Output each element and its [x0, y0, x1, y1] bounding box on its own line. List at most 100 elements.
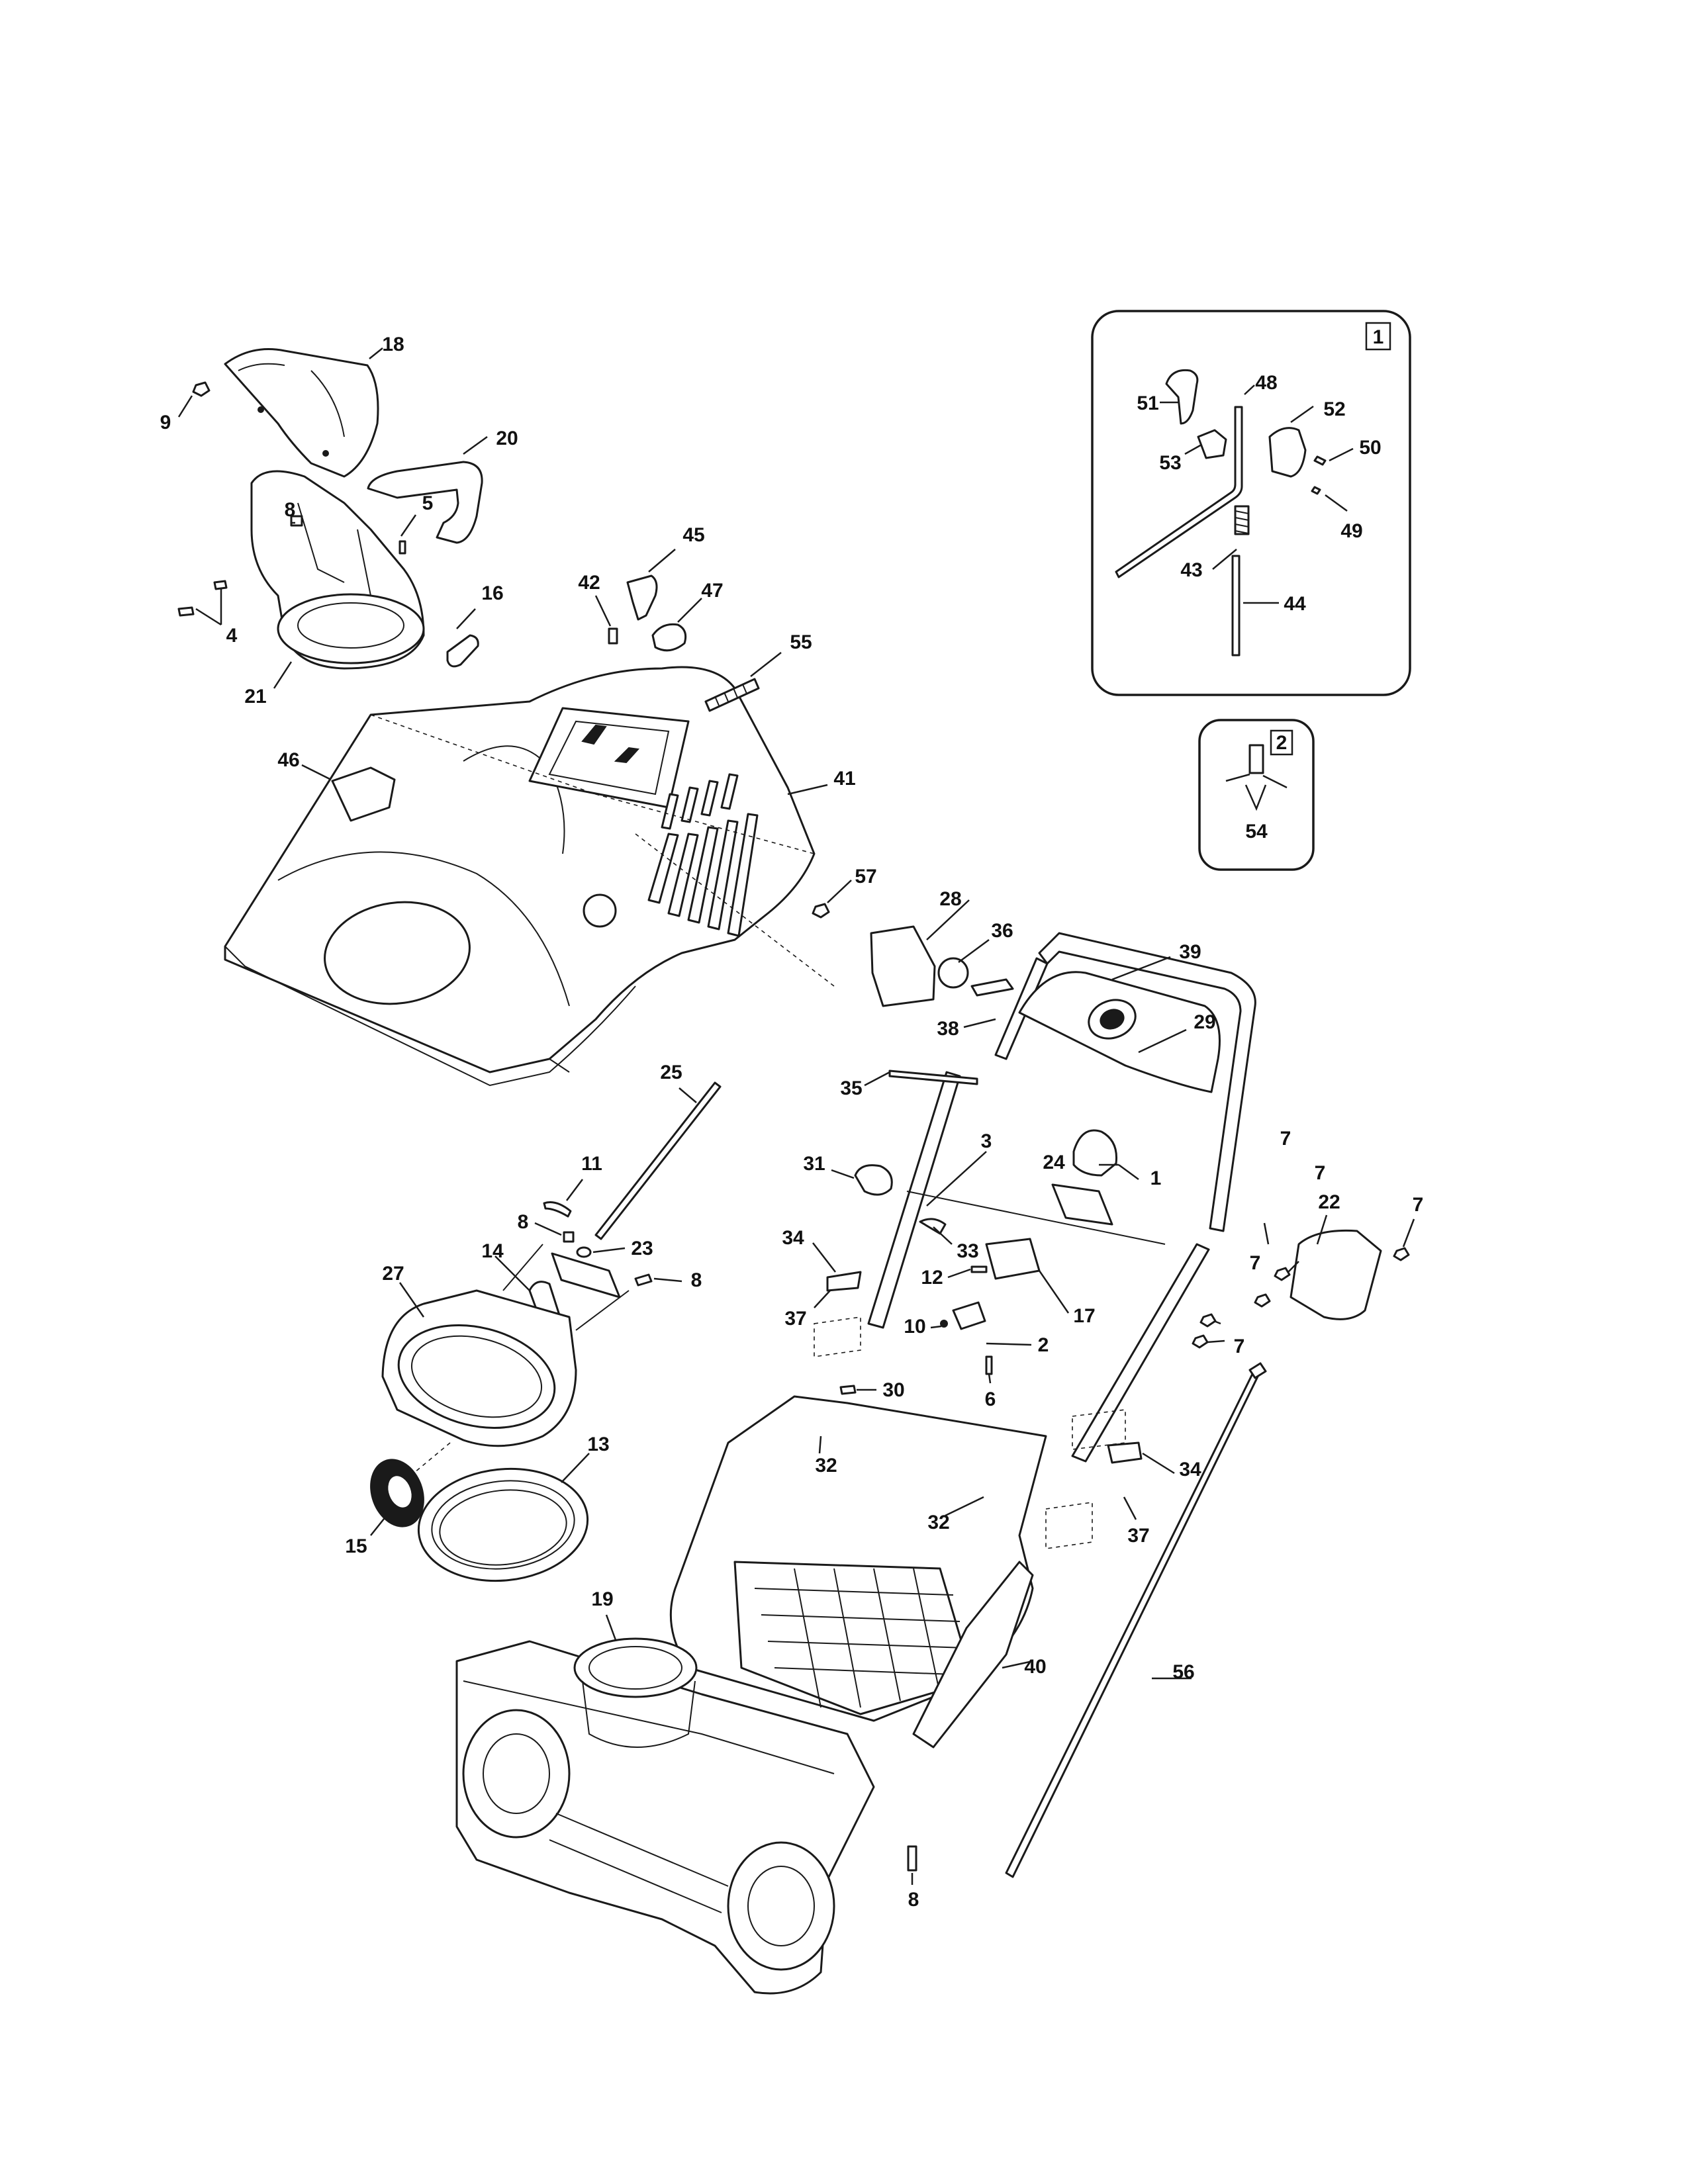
rod-25-part — [594, 1081, 722, 1240]
callout-29: 29 — [1194, 1011, 1215, 1033]
cover-bracket-part — [331, 766, 396, 822]
callout-34-right: 34 — [1179, 1459, 1201, 1480]
callout-53: 53 — [1159, 452, 1181, 474]
auger-housing-assembly: 19 40 56 8 32 32 — [455, 1362, 1267, 1995]
callout-16: 16 — [481, 582, 503, 604]
chute-assembly: 18 9 8 20 5 4 16 21 — [160, 334, 518, 707]
callout-49: 49 — [1340, 520, 1362, 542]
callout-23: 23 — [631, 1238, 653, 1259]
callout-8-bolt: 8 — [691, 1269, 702, 1291]
callout-44: 44 — [1284, 593, 1306, 615]
callout-57: 57 — [855, 866, 876, 887]
knob-47-part — [651, 623, 687, 652]
callout-8-chute: 8 — [285, 499, 296, 521]
chute-base-ring — [277, 593, 425, 664]
callout-25: 25 — [660, 1062, 682, 1083]
cover-22-part — [1289, 1229, 1382, 1320]
clip-kit-part — [1248, 744, 1264, 774]
callout-5: 5 — [422, 492, 434, 514]
callout-37-right: 37 — [1127, 1525, 1149, 1547]
lower-handle-right — [1071, 1243, 1210, 1463]
callout-51: 51 — [1137, 392, 1158, 414]
bracket-17-part — [985, 1238, 1041, 1280]
pin-50-part — [1313, 455, 1327, 466]
knob-1-part — [1072, 1129, 1118, 1177]
callout-34-left: 34 — [782, 1227, 804, 1249]
callout-24: 24 — [1043, 1152, 1065, 1173]
lower-handle-left — [867, 1071, 961, 1329]
callout-40: 40 — [1024, 1656, 1046, 1678]
callout-4: 4 — [226, 625, 238, 647]
callout-43: 43 — [1180, 559, 1202, 581]
callout-20: 20 — [496, 428, 518, 449]
control-panel-recess — [528, 707, 690, 809]
callout-14: 14 — [481, 1240, 504, 1262]
bracket-28-part — [870, 925, 936, 1007]
callout-7-b: 7 — [1280, 1128, 1291, 1150]
callout-10: 10 — [904, 1316, 925, 1338]
spring-part — [1234, 505, 1250, 535]
pin-49-part — [1311, 486, 1321, 495]
callout-7-d: 7 — [1250, 1252, 1261, 1274]
callout-13: 13 — [587, 1433, 609, 1455]
pin-11-part — [543, 1201, 572, 1218]
callout-46: 46 — [277, 749, 299, 771]
callout-54: 54 — [1245, 821, 1268, 842]
inset-2-badge: 2 — [1276, 732, 1288, 754]
callout-48: 48 — [1255, 372, 1277, 394]
rod-bracket-part — [1197, 429, 1227, 459]
callout-38: 38 — [937, 1018, 959, 1040]
callout-27: 27 — [382, 1263, 404, 1285]
callout-39: 39 — [1179, 941, 1201, 963]
inset-1-badge: 1 — [1373, 326, 1384, 348]
lower-rod-part — [1231, 555, 1241, 657]
callout-22: 22 — [1318, 1191, 1340, 1213]
handle-assembly: 28 36 39 29 38 35 31 3 24 1 33 34 37 12 … — [782, 888, 1423, 1549]
upper-handle-part — [1038, 932, 1256, 1232]
knob-34-right — [1107, 1441, 1143, 1464]
chute-knob-part — [446, 634, 479, 668]
callout-28: 28 — [939, 888, 961, 910]
callout-36: 36 — [991, 920, 1013, 942]
callout-12: 12 — [921, 1267, 943, 1289]
shift-knob-part — [1165, 369, 1199, 425]
callout-37-left: 37 — [784, 1308, 806, 1330]
rod-35-part — [888, 1069, 978, 1085]
callout-7-e: 7 — [1234, 1336, 1245, 1357]
callout-19: 19 — [591, 1588, 613, 1610]
knob-34-left — [826, 1271, 862, 1292]
callout-32-left: 32 — [815, 1455, 837, 1477]
callout-41: 41 — [833, 768, 855, 790]
index-plate-part — [1268, 427, 1307, 478]
callout-15: 15 — [345, 1535, 367, 1557]
screw-42-part — [608, 627, 618, 645]
spring-55-part — [704, 678, 760, 712]
callout-1: 1 — [1150, 1167, 1162, 1189]
chute-handle-part — [367, 461, 483, 544]
grid-part — [733, 1561, 974, 1715]
nut-57-part — [812, 903, 830, 919]
callout-47: 47 — [701, 580, 723, 602]
chute-deflector-part — [224, 348, 379, 478]
lever-45-part — [626, 574, 658, 621]
callout-42: 42 — [578, 572, 600, 594]
auger-right-end — [727, 1841, 835, 1971]
side-rail-40-part — [912, 1561, 1034, 1749]
callout-56: 56 — [1172, 1661, 1194, 1683]
callout-52: 52 — [1323, 398, 1345, 420]
callout-3: 3 — [981, 1130, 992, 1152]
inset-2-panel: 2 54 — [1198, 719, 1315, 871]
callout-50: 50 — [1359, 437, 1381, 459]
callout-7-c: 7 — [1413, 1194, 1424, 1216]
callout-8-washer: 8 — [518, 1211, 529, 1233]
inset-1-panel: 1 51 48 52 50 49 53 43 44 — [1091, 310, 1411, 696]
callout-55: 55 — [790, 631, 812, 653]
callout-35: 35 — [840, 1077, 862, 1099]
callout-32-right: 32 — [927, 1512, 949, 1533]
top-cover-assembly: 42 45 47 55 46 41 57 — [224, 524, 877, 1087]
shift-rod-part — [1115, 406, 1243, 578]
callout-8-bottom: 8 — [908, 1889, 919, 1911]
callout-21: 21 — [244, 686, 266, 707]
knob-36-part — [937, 957, 969, 989]
